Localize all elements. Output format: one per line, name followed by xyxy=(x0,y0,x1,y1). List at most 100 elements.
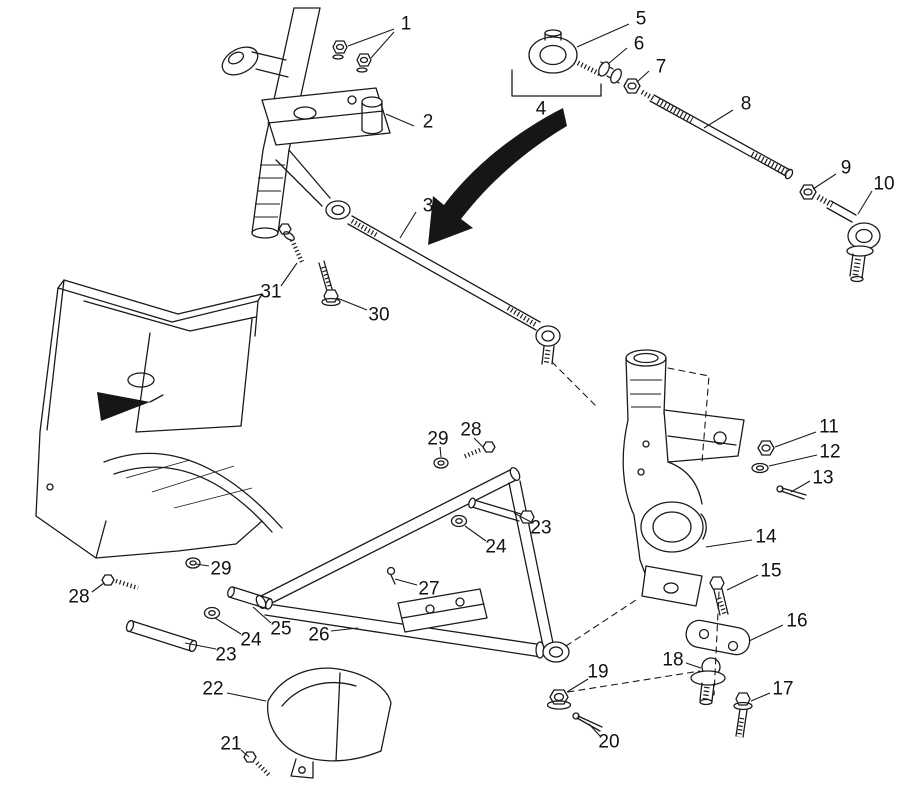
frame-pennant xyxy=(97,392,150,421)
tie-rod-item-3 xyxy=(325,200,561,366)
callout-leader-line xyxy=(464,525,487,542)
callout-leader-line xyxy=(774,431,817,448)
bolt-item-17 xyxy=(733,692,753,738)
jam-nut-item-9 xyxy=(799,184,817,200)
callout-leader-line xyxy=(214,617,242,635)
callout-number-13-12: 13 xyxy=(812,468,833,489)
nut-item-11 xyxy=(757,440,775,456)
callout-number-4-3: 4 xyxy=(536,99,547,120)
callout-number-18-17: 18 xyxy=(662,650,683,671)
callout-number-3-2: 3 xyxy=(423,196,434,217)
callout-number-16-15: 16 xyxy=(786,611,807,632)
spacer-item-25 xyxy=(227,586,273,610)
callout-leader-line xyxy=(330,627,359,632)
callout-leader-line xyxy=(703,109,734,129)
callout-leader-line xyxy=(748,624,784,642)
callout-leader-line xyxy=(576,23,630,48)
callout-number-28-27: 28 xyxy=(460,420,481,441)
callout-number-21-20: 21 xyxy=(220,734,241,755)
bolt-item-15 xyxy=(709,576,729,616)
callout-leader-line xyxy=(399,211,417,239)
callout-number-10-9: 10 xyxy=(873,174,894,195)
tie-rod-item-8 xyxy=(649,94,794,180)
callout-leader-line xyxy=(252,606,272,624)
callout-leader-line xyxy=(566,678,589,693)
callout-leader-line xyxy=(726,574,759,591)
tube-item-23-left xyxy=(125,619,198,653)
stop-plate-item-16 xyxy=(685,619,751,656)
callout-number-23-22: 23 xyxy=(530,518,551,539)
a-arm-assembly xyxy=(255,467,570,663)
bolt-item-28-left xyxy=(101,574,139,591)
callout-leader-line xyxy=(226,692,267,702)
callout-leader-line xyxy=(588,723,601,737)
grease-fitting-item-27 xyxy=(386,566,396,585)
callout-leader-line xyxy=(240,749,250,758)
callout-leader-line xyxy=(91,582,105,593)
callout-number-24-30: 24 xyxy=(240,630,262,651)
callout-number-8-7: 8 xyxy=(741,94,752,115)
callout-leader-line xyxy=(280,262,298,287)
post-nuts-item-1 xyxy=(332,40,372,73)
callout-number-7-6: 7 xyxy=(656,57,667,78)
callout-leader-line xyxy=(184,642,217,650)
callout-number-12-11: 12 xyxy=(819,442,840,463)
callout-leader-line xyxy=(812,173,837,190)
ball-joint-item-18 xyxy=(690,657,726,706)
direction-arrow xyxy=(428,108,567,245)
callout-leader-line xyxy=(473,437,484,448)
assembly-dashed-lines xyxy=(551,361,720,696)
callout-number-19-18: 19 xyxy=(587,662,608,683)
callout-number-20-19: 20 xyxy=(598,732,619,753)
callout-number-14-13: 14 xyxy=(755,527,777,548)
callout-number-15-14: 15 xyxy=(760,561,781,582)
callout-number-27-26: 27 xyxy=(418,579,439,600)
callout-leader-line xyxy=(705,539,753,548)
callout-number-30-33: 30 xyxy=(368,305,389,326)
callout-layer: 1234567891011121314151617181920212223242… xyxy=(68,9,895,758)
steering-post-assembly xyxy=(221,7,391,239)
callout-number-26-25: 26 xyxy=(308,625,329,646)
tie-rod-end-item-10 xyxy=(816,194,881,283)
post-bushing-item-2 xyxy=(361,96,383,135)
callout-number-25-24: 25 xyxy=(270,619,291,640)
callout-leader-line xyxy=(768,454,818,467)
callout-leader-line xyxy=(636,70,650,83)
bolt-item-21 xyxy=(243,751,272,778)
callout-number-17-16: 17 xyxy=(772,679,793,700)
bolt-item-31 xyxy=(278,223,305,263)
callout-leader-line xyxy=(336,297,368,311)
callout-leader-line xyxy=(195,563,210,567)
callout-number-23-29: 23 xyxy=(215,645,236,666)
bolt-item-23-upper xyxy=(468,497,535,524)
nut-item-19 xyxy=(546,689,572,710)
steering-knuckle-item-14 xyxy=(622,349,745,607)
callout-leader-line xyxy=(347,28,395,47)
callout-leader-line xyxy=(857,190,873,215)
callout-number-6-5: 6 xyxy=(634,34,645,55)
nut-item-7 xyxy=(623,78,641,94)
spacer-item-6 xyxy=(598,61,622,84)
callout-leader-line xyxy=(513,512,532,523)
callout-number-31-34: 31 xyxy=(260,282,281,303)
washer-item-12 xyxy=(751,462,769,474)
callout-number-24-23: 24 xyxy=(485,537,507,558)
tie-rod-end-item-5 xyxy=(528,36,578,74)
callout-leader-line xyxy=(790,480,811,493)
bracket-item-4 xyxy=(511,69,602,97)
callout-leader-line xyxy=(370,31,395,59)
pivot-fasteners-upper xyxy=(433,441,535,528)
callout-leader-line xyxy=(394,578,418,586)
callout-number-29-32: 29 xyxy=(210,559,231,580)
guard-plate-item-22 xyxy=(266,667,392,779)
callout-leader-line xyxy=(607,47,628,65)
callout-leader-line xyxy=(385,113,415,127)
callout-number-2-1: 2 xyxy=(423,112,434,133)
callout-number-22-21: 22 xyxy=(202,679,223,700)
callout-leader-line xyxy=(685,662,702,669)
washer-item-29-left xyxy=(185,557,201,569)
washer-item-24-upper xyxy=(450,514,468,528)
callout-number-28-31: 28 xyxy=(68,587,89,608)
